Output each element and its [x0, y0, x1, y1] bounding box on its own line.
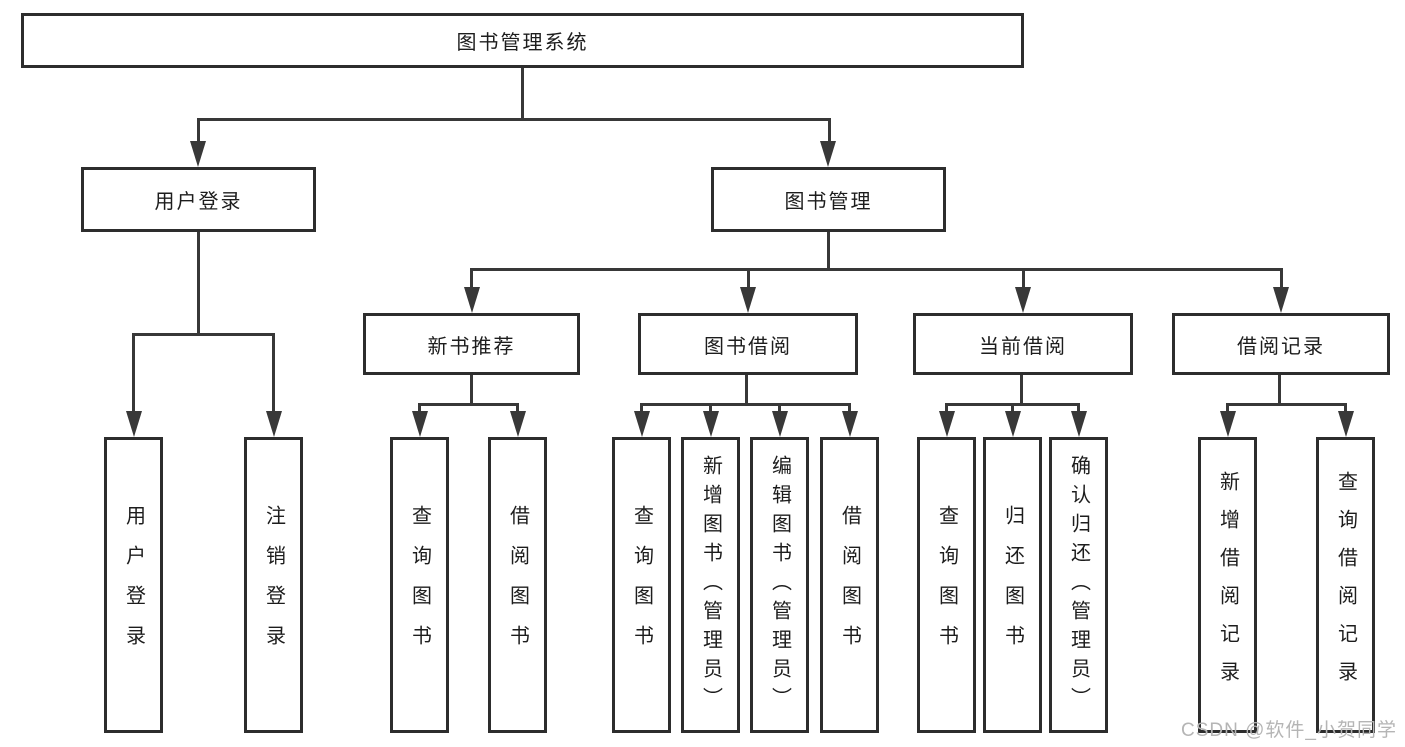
arrow-down-icon: [820, 141, 836, 167]
connector-line: [827, 230, 830, 270]
node-label: 图书管理系统: [456, 32, 589, 54]
arrow-down-icon: [510, 411, 526, 437]
node-label: 图书借阅: [704, 335, 792, 358]
arrow-down-icon: [1273, 287, 1289, 313]
connector-line: [640, 403, 643, 415]
node-label: 用户登录: [154, 191, 243, 213]
connector-line: [848, 403, 851, 415]
connector-line: [470, 268, 473, 290]
node-label: 新书推荐: [427, 335, 516, 358]
node-leaf-return-books: 归还图书: [983, 437, 1042, 733]
node-label: 图书管理: [784, 191, 873, 213]
node-user-login: 用户登录: [81, 167, 316, 232]
node-label: 注销登录: [262, 505, 285, 665]
connector-line: [1344, 403, 1347, 415]
node-label: 编辑图书（管理员）: [768, 454, 791, 716]
arrow-down-icon: [939, 411, 955, 437]
node-label: 查询图书: [935, 505, 958, 665]
node-leaf-query-borrow-record: 查询借阅记录: [1316, 437, 1375, 733]
node-borrow-records: 借阅记录: [1172, 313, 1390, 375]
node-book-borrowing: 图书借阅: [638, 313, 858, 375]
node-label: 归还图书: [1001, 505, 1024, 665]
arrow-down-icon: [464, 287, 480, 313]
connector-line: [1226, 403, 1229, 415]
connector-line: [272, 333, 275, 415]
connector-line: [132, 333, 135, 415]
connector-line: [640, 403, 851, 406]
connector-line: [745, 373, 748, 405]
node-leaf-query-books-2: 查询图书: [612, 437, 671, 733]
arrow-down-icon: [1071, 411, 1087, 437]
connector-line: [197, 118, 200, 146]
connector-line: [1280, 268, 1283, 290]
connector-line: [132, 333, 275, 336]
connector-line: [470, 268, 1283, 271]
node-leaf-edit-books-admin: 编辑图书（管理员）: [750, 437, 809, 733]
node-leaf-query-books-3: 查询图书: [917, 437, 976, 733]
connector-line: [709, 403, 712, 415]
connector-line: [1226, 403, 1347, 406]
node-leaf-logout: 注销登录: [244, 437, 303, 733]
connector-line: [945, 403, 948, 415]
arrow-down-icon: [1338, 411, 1354, 437]
node-label: 查询图书: [408, 505, 431, 665]
connector-line: [521, 66, 524, 120]
connector-line: [747, 268, 750, 290]
node-leaf-confirm-return-admin: 确认归还（管理员）: [1049, 437, 1108, 733]
connector-line: [516, 403, 519, 415]
node-leaf-query-books-1: 查询图书: [390, 437, 449, 733]
node-label: 借阅图书: [506, 505, 529, 665]
node-current-borrowing: 当前借阅: [913, 313, 1133, 375]
node-book-management: 图书管理: [711, 167, 946, 232]
connector-line: [418, 403, 421, 415]
csdn-watermark: CSDN @软件_小贺同学: [1181, 720, 1397, 741]
node-new-book-recommend: 新书推荐: [363, 313, 580, 375]
connector-line: [1278, 373, 1281, 405]
connector-line: [1022, 268, 1025, 290]
node-label: 借阅图书: [838, 505, 861, 665]
arrow-down-icon: [740, 287, 756, 313]
arrow-down-icon: [1005, 411, 1021, 437]
connector-line: [828, 118, 831, 146]
connector-line: [197, 118, 831, 121]
node-label: 用户登录: [122, 505, 145, 665]
connector-line: [1077, 403, 1080, 415]
connector-line: [197, 230, 200, 336]
connector-line: [418, 403, 519, 406]
arrow-down-icon: [266, 411, 282, 437]
arrow-down-icon: [703, 411, 719, 437]
arrow-down-icon: [1220, 411, 1236, 437]
node-label: 新增图书（管理员）: [699, 454, 722, 716]
arrow-down-icon: [1015, 287, 1031, 313]
node-label: 借阅记录: [1237, 335, 1325, 358]
node-leaf-borrow-books-1: 借阅图书: [488, 437, 547, 733]
arrow-down-icon: [412, 411, 428, 437]
node-label: 当前借阅: [979, 335, 1067, 358]
arrow-down-icon: [842, 411, 858, 437]
connector-line: [470, 373, 473, 405]
arrow-down-icon: [126, 411, 142, 437]
node-leaf-add-borrow-record: 新增借阅记录: [1198, 437, 1257, 733]
node-library-management-system: 图书管理系统: [21, 13, 1024, 68]
connector-line: [1011, 403, 1014, 415]
connector-line: [1020, 373, 1023, 405]
arrow-down-icon: [634, 411, 650, 437]
arrow-down-icon: [772, 411, 788, 437]
arrow-down-icon: [190, 141, 206, 167]
node-label: 确认归还（管理员）: [1067, 454, 1090, 716]
node-leaf-user-login: 用户登录: [104, 437, 163, 733]
node-leaf-borrow-books-2: 借阅图书: [820, 437, 879, 733]
node-label: 查询图书: [630, 505, 653, 665]
node-leaf-add-books-admin: 新增图书（管理员）: [681, 437, 740, 733]
node-label: 新增借阅记录: [1216, 471, 1239, 699]
node-label: 查询借阅记录: [1334, 471, 1357, 699]
connector-line: [778, 403, 781, 415]
